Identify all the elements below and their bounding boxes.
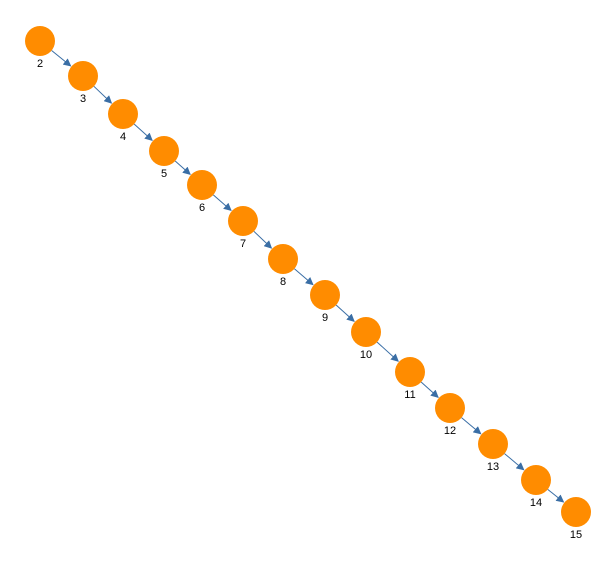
node-label: 4 <box>120 131 126 143</box>
node-3[interactable]: 3 <box>68 61 98 105</box>
node-circle[interactable] <box>351 317 381 347</box>
node-label: 14 <box>530 497 542 509</box>
node-14[interactable]: 14 <box>521 465 551 509</box>
node-label: 12 <box>444 425 456 437</box>
node-6[interactable]: 6 <box>187 170 217 214</box>
node-label: 15 <box>570 529 582 541</box>
node-8[interactable]: 8 <box>268 244 298 288</box>
edge-4-5 <box>133 123 153 141</box>
edge-14-15 <box>547 489 565 503</box>
node-label: 7 <box>240 238 246 250</box>
edge-9-10 <box>335 304 355 322</box>
node-10[interactable]: 10 <box>351 317 381 361</box>
node-circle[interactable] <box>478 429 508 459</box>
edge-5-6 <box>174 160 191 175</box>
node-13[interactable]: 13 <box>478 429 508 473</box>
node-label: 6 <box>199 202 205 214</box>
node-circle[interactable] <box>435 393 465 423</box>
node-circle[interactable] <box>187 170 217 200</box>
edge-11-12 <box>420 381 439 398</box>
node-circle[interactable] <box>268 244 298 274</box>
edge-6-7 <box>212 194 232 212</box>
node-4[interactable]: 4 <box>108 99 138 143</box>
node-7[interactable]: 7 <box>228 206 258 250</box>
node-label: 9 <box>322 312 328 324</box>
node-circle[interactable] <box>25 26 55 56</box>
node-circle[interactable] <box>108 99 138 129</box>
node-label: 11 <box>404 389 415 401</box>
edge-13-14 <box>504 453 525 471</box>
node-circle[interactable] <box>521 465 551 495</box>
edge-10-11 <box>376 341 399 362</box>
node-circle[interactable] <box>228 206 258 236</box>
node-circle[interactable] <box>68 61 98 91</box>
node-label: 5 <box>161 168 167 180</box>
node-9[interactable]: 9 <box>310 280 340 324</box>
node-circle[interactable] <box>395 357 425 387</box>
node-label: 10 <box>360 349 372 361</box>
node-15[interactable]: 15 <box>561 497 591 541</box>
edges-layer <box>51 50 565 503</box>
edge-3-4 <box>93 85 113 104</box>
node-label: 8 <box>280 276 286 288</box>
node-5[interactable]: 5 <box>149 136 179 180</box>
node-circle[interactable] <box>310 280 340 310</box>
edge-2-3 <box>51 50 72 67</box>
node-2[interactable]: 2 <box>25 26 55 70</box>
node-label: 3 <box>80 93 86 105</box>
node-label: 13 <box>487 461 499 473</box>
edge-7-8 <box>253 230 273 249</box>
node-11[interactable]: 11 <box>395 357 425 401</box>
nodes-layer: 2 3 4 5 6 7 8 9 10 11 12 13 14 15 <box>25 26 591 541</box>
node-12[interactable]: 12 <box>435 393 465 437</box>
node-label: 2 <box>37 58 43 70</box>
node-circle[interactable] <box>561 497 591 527</box>
edge-8-9 <box>294 268 314 286</box>
node-circle[interactable] <box>149 136 179 166</box>
edge-12-13 <box>461 417 482 435</box>
